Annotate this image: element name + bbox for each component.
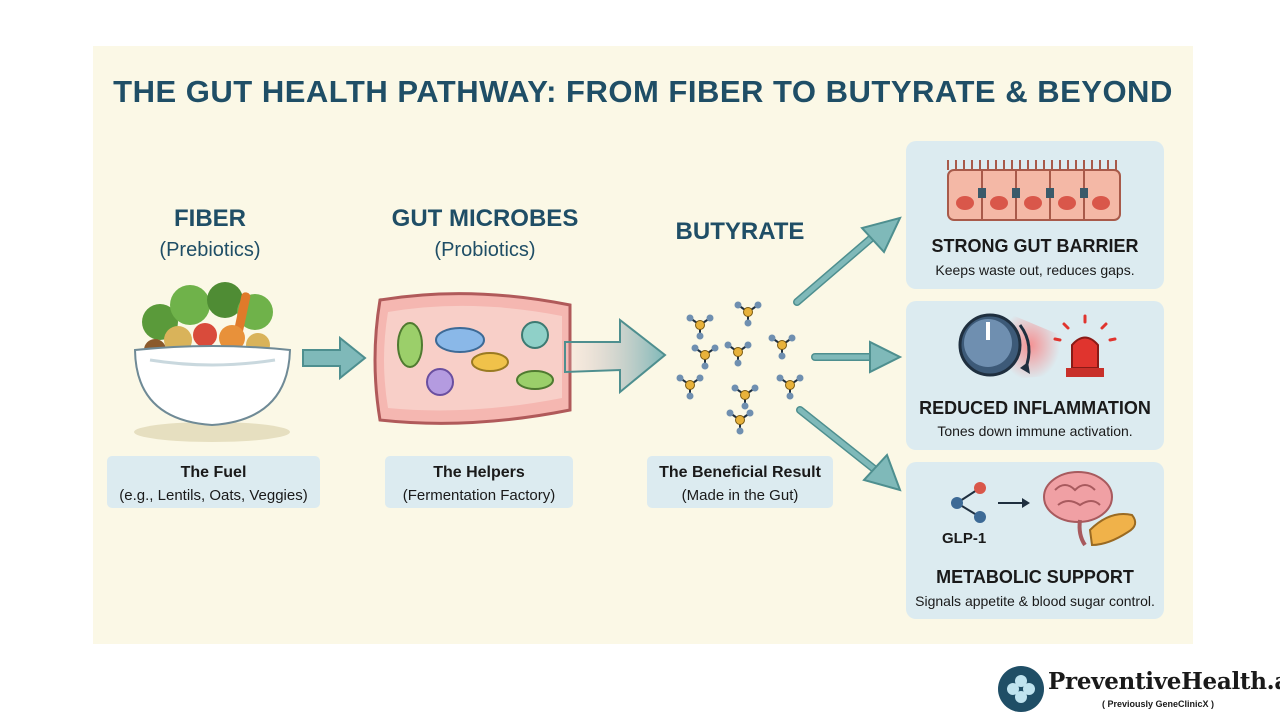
butyrate-molecule (776, 374, 804, 400)
butyrate-molecule (731, 384, 759, 410)
outcome-inflammation-text: Tones down immune activation. (937, 423, 1133, 439)
outcome-gut-barrier-title: STRONG GUT BARRIER (931, 236, 1139, 256)
brand-name: PreventiveHealth.ai (1048, 668, 1280, 695)
pancreas-icon (1088, 513, 1137, 547)
gut-cells-icon (947, 160, 1121, 221)
outcome-metabolic-text: Signals appetite & blood sugar control. (915, 593, 1155, 609)
arrow-to-metabolic (796, 406, 902, 492)
stage-butyrate-heading: BUTYRATE (660, 218, 820, 246)
stage-butyrate-title: BUTYRATE (675, 218, 805, 245)
caption-result: The Beneficial Result (Made in the Gut) (647, 456, 833, 508)
diagram-title: THE GUT HEALTH PATHWAY: FROM FIBER TO BU… (113, 74, 1173, 109)
caption-fuel-title: The Fuel (180, 464, 247, 481)
caption-helpers-text: (Fermentation Factory) (402, 487, 556, 504)
butyrate-molecule (734, 301, 762, 327)
butyrate-molecule (724, 341, 752, 367)
clover-logo-icon (998, 666, 1044, 712)
brand-tagline: ( Previously GeneClinicX ) (1102, 699, 1215, 709)
butyrate-molecule (676, 374, 704, 400)
stage-fiber-title: FIBER (174, 205, 246, 232)
arrow-to-gut-barrier (793, 216, 902, 306)
caption-helpers: The Helpers (Fermentation Factory) (385, 456, 573, 508)
butyrate-molecule (726, 409, 754, 435)
butyrate-molecule (768, 334, 796, 360)
arrow-fiber-to-microbes (302, 335, 367, 381)
stage-microbes-subtitle: (Probiotics) (434, 239, 536, 261)
brand-logo: PreventiveHealth.ai ( Previously GeneCli… (996, 664, 1280, 716)
salad-bowl-icon (133, 282, 292, 442)
arrow-microbes-to-butyrate (564, 317, 667, 395)
outcome-metabolic-title: METABOLIC SUPPORT (936, 567, 1134, 587)
butyrate-molecules-icon (676, 301, 804, 435)
outcome-inflammation-title: REDUCED INFLAMMATION (919, 398, 1151, 418)
caption-fuel-text: (e.g., Lentils, Oats, Veggies) (119, 487, 308, 504)
stage-fiber-subtitle: (Prebiotics) (159, 239, 261, 261)
inflammation-dial-icon (958, 310, 1060, 380)
caption-fuel: The Fuel (e.g., Lentils, Oats, Veggies) (107, 456, 320, 508)
outcome-gut-barrier-text: Keeps waste out, reduces gaps. (935, 262, 1135, 278)
butyrate-molecule (691, 344, 719, 370)
intestine-microbes-icon (373, 292, 572, 425)
stage-microbes-heading: GUT MICROBES (Probiotics) (380, 205, 590, 262)
caption-result-title: The Beneficial Result (659, 464, 821, 481)
caption-result-text: (Made in the Gut) (681, 487, 799, 504)
stage-microbes-title: GUT MICROBES (391, 205, 579, 232)
glp1-label: GLP-1 (942, 530, 987, 547)
stage-fiber-heading: FIBER (Prebiotics) (130, 205, 290, 262)
butyrate-molecule (686, 314, 714, 340)
molecule-icon (951, 482, 1030, 523)
alarm-light-icon (1053, 314, 1117, 377)
brain-icon (1043, 471, 1113, 547)
arrow-to-inflammation (811, 340, 903, 374)
outcome-metabolic: METABOLIC SUPPORT Signals appetite & blo… (906, 462, 1164, 619)
caption-helpers-title: The Helpers (433, 464, 525, 481)
